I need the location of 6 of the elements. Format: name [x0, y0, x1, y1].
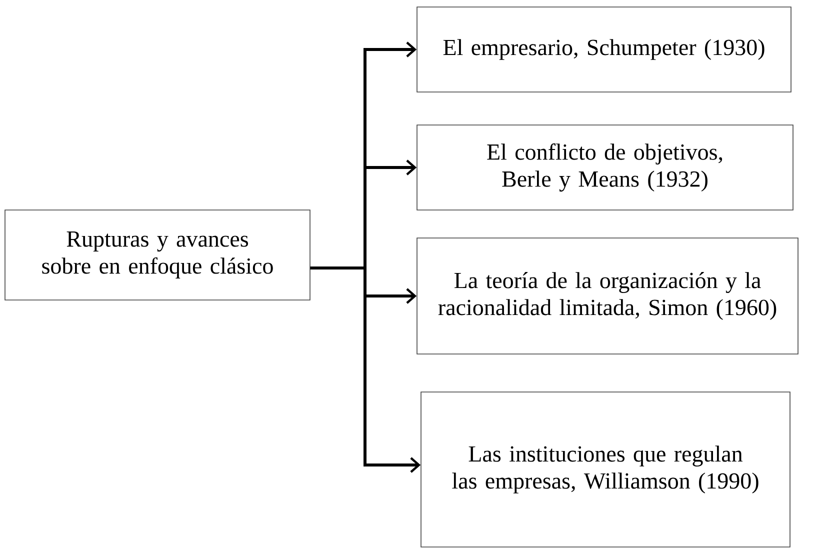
text-box: El empresario, Schumpeter (1930)	[416, 6, 792, 92]
text-box: Rupturas y avances sobre en enfoque clásico	[4, 210, 310, 300]
text-box: El conflicto de objetivos, Berle y Means (1932)	[416, 124, 794, 210]
text-box: Las instituciones que regulan las empresas, Williamson (1990)	[420, 392, 790, 548]
text-box: La teoría de la organización y la racionalidad limitada, Simon (1960)	[416, 238, 798, 354]
arrow	[310, 266, 421, 473]
